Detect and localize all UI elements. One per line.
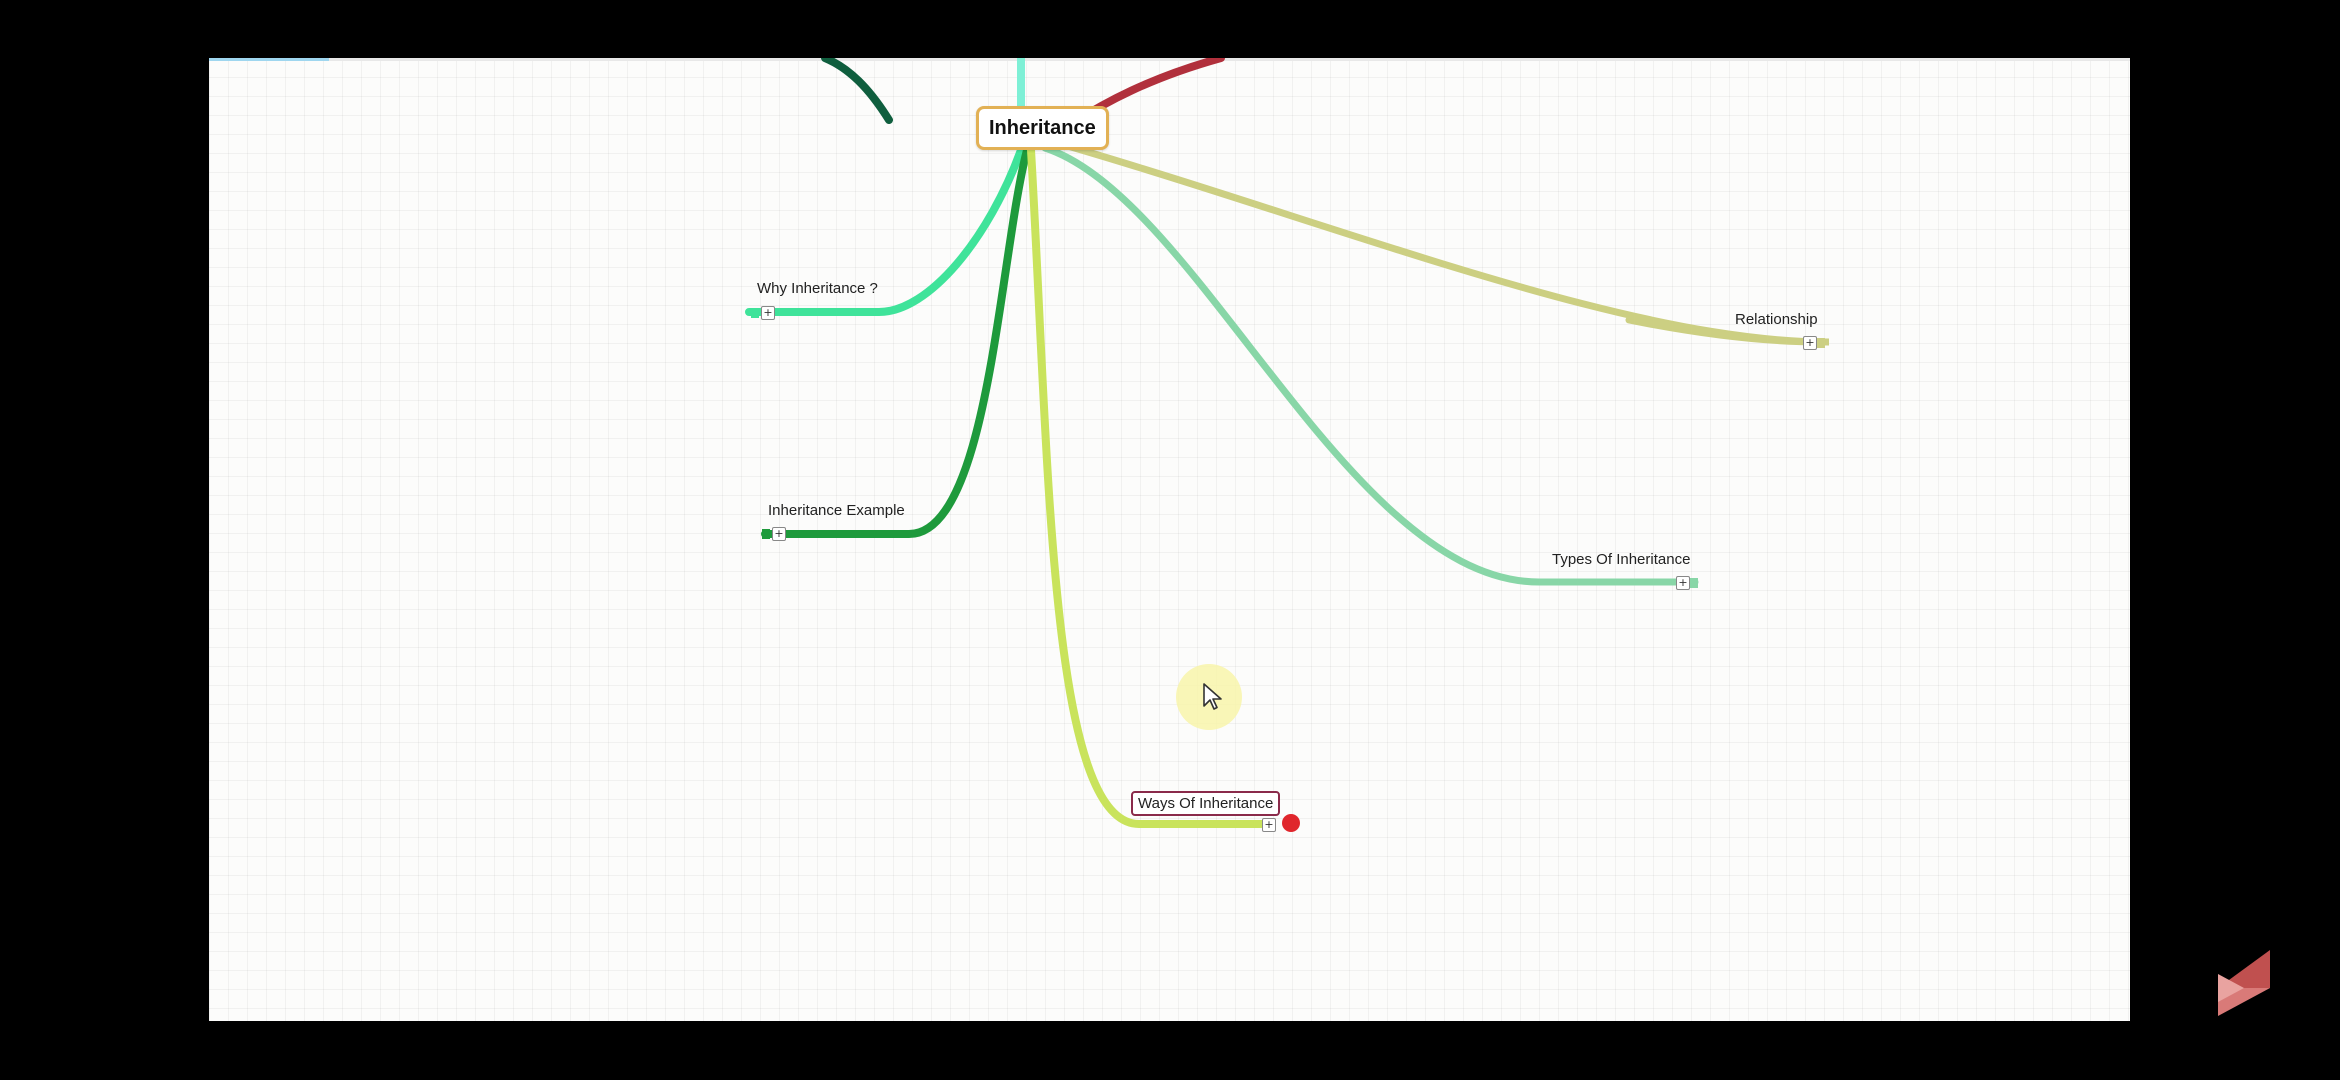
expand-relationship-button[interactable]: +	[1803, 336, 1817, 350]
branch-line-example	[761, 146, 1031, 538]
arrow-pointer-icon	[1203, 683, 1222, 710]
expand-why-button[interactable]: +	[761, 306, 775, 320]
branch-line-relationship	[1057, 140, 1830, 346]
central-topic-node[interactable]: Inheritance	[976, 106, 1109, 150]
node-types-handle[interactable]	[1690, 578, 1698, 588]
node-ways-of-inheritance-selected[interactable]: Ways Of Inheritance	[1131, 791, 1281, 816]
expand-types-button[interactable]: +	[1676, 576, 1690, 590]
red-record-dot-icon	[1282, 814, 1300, 832]
top-progress-strip	[209, 58, 2130, 61]
expand-ways-button[interactable]: +	[1262, 818, 1276, 832]
node-relationship[interactable]: Relationship	[1735, 311, 1818, 328]
mindmap-canvas[interactable]: Inheritance Why Inheritance ? + Inherita…	[209, 58, 2130, 1021]
node-why-handle[interactable]	[751, 308, 759, 318]
node-why-inheritance[interactable]: Why Inheritance ?	[757, 280, 878, 297]
node-types-of-inheritance[interactable]: Types Of Inheritance	[1552, 551, 1691, 568]
node-example-handle[interactable]	[762, 529, 770, 539]
branch-line-top-dark	[821, 58, 893, 124]
branch-line-ways	[1027, 146, 1273, 828]
video-brand-logo-icon	[2218, 950, 2270, 1016]
branch-line-why	[745, 146, 1025, 316]
branch-line-types	[1041, 144, 1699, 586]
central-topic-label: Inheritance	[989, 116, 1096, 139]
branch-lines	[745, 58, 1830, 828]
node-relationship-handle[interactable]	[1817, 338, 1825, 348]
node-inheritance-example[interactable]: Inheritance Example	[768, 502, 905, 519]
expand-example-button[interactable]: +	[772, 527, 786, 541]
